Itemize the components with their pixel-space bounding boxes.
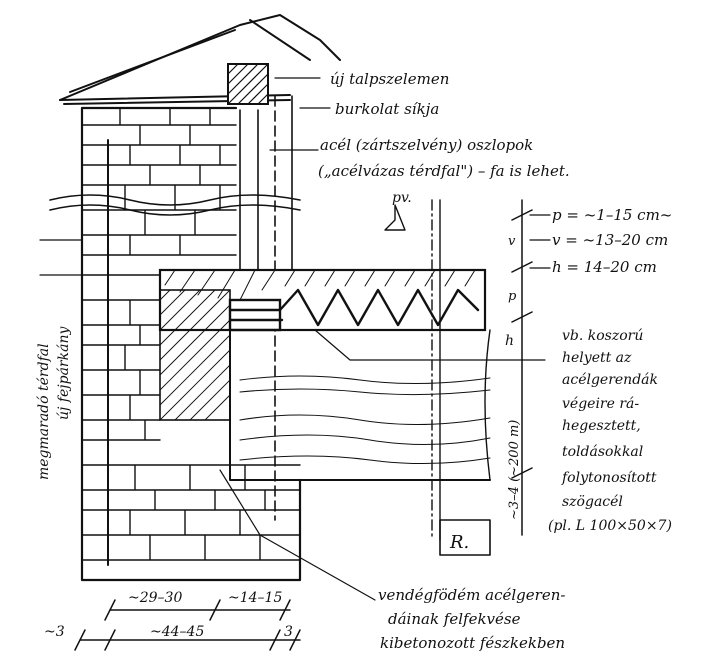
ring-beam-line: toldásokkal	[562, 444, 643, 460]
ring-beam-line: szögacél	[562, 494, 623, 510]
label-v-dimension: v = ~13–20 cm	[552, 231, 668, 249]
guest-floor-line: vendégfödém acélgeren-	[378, 586, 565, 604]
roof-lines	[59, 14, 341, 105]
brick-wall	[49, 106, 302, 582]
leader-lines	[39, 77, 551, 601]
guest-floor-note: vendégfödém acélgeren- dáinak felfekvése…	[378, 586, 565, 652]
guest-floor-line: kibetonozott fészkekben	[380, 634, 565, 652]
dim-3-left: ~3	[44, 624, 65, 640]
label-new-sill-plate: új talpszelemen	[330, 70, 449, 88]
ring-beam-line: hegesztett,	[562, 418, 641, 434]
ring-beam-note: vb. koszorú helyett az acélgerendák vége…	[548, 328, 672, 534]
ring-beam-line: acélgerendák	[562, 372, 658, 388]
ring-beam-line: folytonosított	[561, 470, 657, 486]
label-p-dimension: p = ~1–15 cm~	[552, 206, 672, 224]
label-left-wall-1: megmaradó térdfal	[36, 343, 52, 480]
ring-beam-line: (pl. L 100×50×7)	[548, 518, 672, 534]
label-r: R.	[449, 532, 469, 553]
bottom-dimension-lines	[74, 599, 301, 651]
label-side-p: p	[508, 289, 517, 304]
label-h-dimension: h = 14–20 cm	[552, 258, 657, 276]
sill-plate	[227, 63, 269, 105]
dim-14-15: ~14–15	[228, 590, 282, 606]
label-left-wall-2: új fejpárkány	[56, 326, 72, 420]
floor-slab	[158, 268, 487, 421]
label-pv: pv.	[392, 190, 412, 206]
ring-beam-line: helyett az	[562, 350, 632, 366]
label-side-v: v	[508, 234, 516, 249]
dim-3-right: 3	[284, 624, 293, 640]
label-cladding-plane: burkolat síkja	[335, 100, 439, 118]
axis-lines	[384, 199, 491, 556]
right-dimension-chain	[511, 199, 533, 536]
dim-44-45: ~44–45	[150, 624, 204, 640]
label-steel-column-1: acél (zártszelvény) oszlopok	[320, 136, 533, 154]
dim-29-30: ~29–30	[128, 590, 182, 606]
beam-section	[229, 329, 491, 481]
guest-floor-line: dáinak felfekvése	[388, 610, 521, 628]
label-vertical-h: h	[505, 333, 514, 349]
label-vertical-range: ~3–4 (~200 m)	[507, 420, 522, 520]
ring-beam-line: vb. koszorú	[562, 328, 643, 344]
label-steel-column-2: („acélvázas térdfal") – fa is lehet.	[318, 162, 570, 180]
ring-beam-line: végeire rá-	[562, 396, 639, 412]
